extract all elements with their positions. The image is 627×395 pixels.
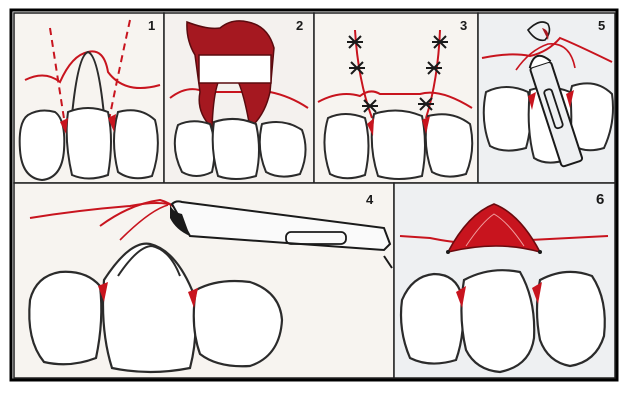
panel-label: 3	[460, 18, 467, 33]
panel-label: 5	[598, 18, 605, 33]
panel-label: 6	[596, 191, 604, 208]
panel-3: 3	[314, 13, 478, 183]
panel-6: 6	[394, 183, 615, 378]
panel-2: 2	[164, 13, 314, 183]
panel-label: 2	[296, 18, 303, 33]
panel-4: 4	[14, 183, 394, 378]
panel-5: 5	[478, 13, 615, 183]
panel-label: 4	[366, 192, 374, 207]
panel-label: 1	[148, 18, 155, 33]
panel-1: 1	[14, 13, 164, 183]
